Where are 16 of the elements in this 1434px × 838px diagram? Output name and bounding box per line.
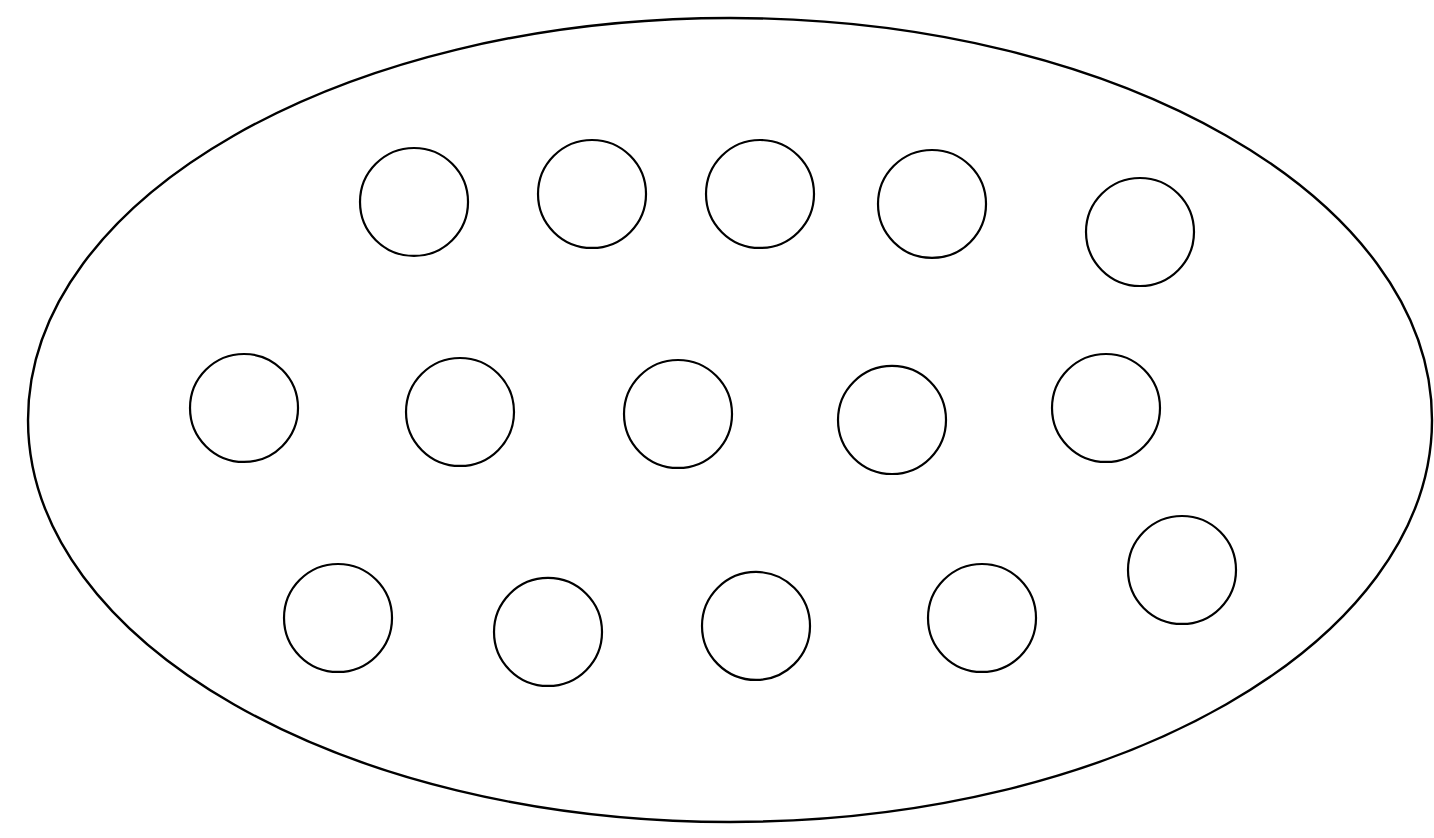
circle-shape xyxy=(622,358,734,470)
ellipse-outline xyxy=(26,16,1434,824)
circle-shape xyxy=(1126,514,1238,626)
circle-shape xyxy=(704,138,816,250)
circle-shape xyxy=(492,576,604,688)
circle-shape xyxy=(700,570,812,682)
circle-shape xyxy=(876,148,988,260)
circle-shape xyxy=(536,138,648,250)
circle-shape xyxy=(926,562,1038,674)
circle-shape xyxy=(1084,176,1196,288)
circle-shape xyxy=(282,562,394,674)
circle-shape xyxy=(188,352,300,464)
circle-shape xyxy=(836,364,948,476)
circle-shape xyxy=(1050,352,1162,464)
circle-shape xyxy=(358,146,470,258)
circle-shape xyxy=(404,356,516,468)
